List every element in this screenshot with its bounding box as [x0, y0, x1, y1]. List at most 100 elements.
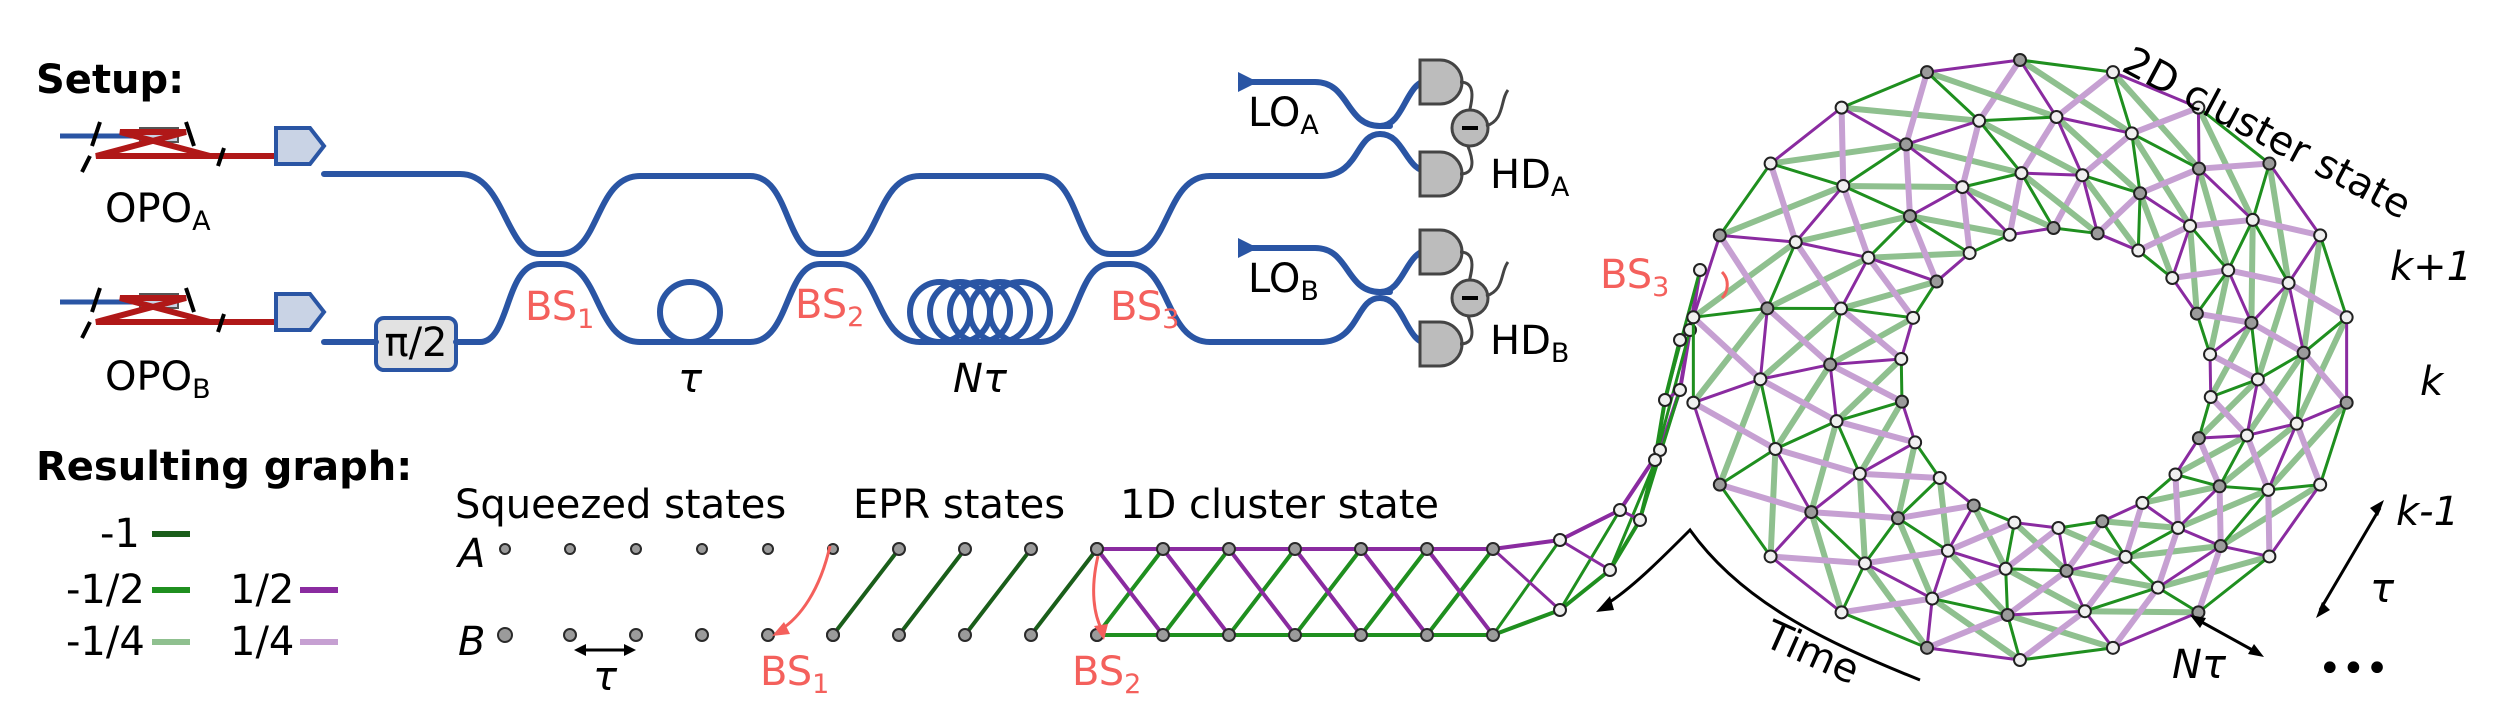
cluster2d-node	[2007, 515, 2022, 530]
cluster2d-edge	[2054, 115, 2084, 177]
cluster2d-edge	[1828, 307, 1843, 367]
cluster2d-edge	[1865, 250, 1973, 261]
stage-squeezed-label: Squeezed states	[455, 482, 786, 528]
cluster2d-edge	[2109, 69, 2203, 172]
transition-node	[1633, 513, 1647, 527]
cluster2d-edge	[2156, 586, 2200, 614]
cluster2d-edge	[1838, 104, 1847, 189]
cluster-2d-title: 2D cluster state	[2115, 38, 2418, 228]
homodyne-detector-b-icon	[1418, 228, 1510, 368]
cluster2d-edge	[1866, 214, 1912, 260]
cluster2d-node	[1894, 394, 1909, 409]
hd-b-label: HDB	[1490, 318, 1569, 369]
squeezed-node	[630, 543, 642, 555]
cluster2d-edge	[2254, 376, 2300, 427]
bs2-label: BS2	[795, 282, 864, 333]
homodyne-detector-a-icon	[1418, 58, 1510, 198]
cluster2d-edge	[2136, 249, 2174, 280]
cluster2d-edge	[2170, 224, 2192, 280]
cluster2d-node	[2289, 416, 2304, 431]
cluster2d-edge	[1828, 363, 1839, 423]
cluster2d-node	[2051, 520, 2066, 535]
cluster2d-edge	[1767, 141, 1910, 167]
cluster2d-edge	[1856, 470, 1943, 481]
legend-label-neg1: -1	[100, 511, 140, 557]
cluster2d-edge	[1925, 70, 1981, 123]
cluster2d-node	[1857, 556, 1872, 571]
cluster2d-node	[2124, 126, 2139, 141]
cluster2d-edge	[2248, 319, 2307, 356]
cluster2d-node	[2212, 479, 2227, 494]
setup-title: Setup:	[36, 57, 184, 103]
cluster2d-edge	[1718, 233, 1798, 244]
phase-shifter-label: π/2	[384, 320, 447, 366]
cluster2d-edge	[2207, 319, 2255, 401]
legend-label-pos-quarter: 1/4	[230, 619, 294, 665]
cluster2d-edge	[2136, 191, 2142, 253]
cluster2d-edge	[2195, 543, 2224, 616]
cluster2d-edge	[2128, 104, 2202, 137]
cluster2d-node	[1908, 435, 1923, 450]
cluster2d-node	[2313, 477, 2328, 492]
cluster2d-edge	[1959, 184, 1973, 257]
cluster2d-edge	[1977, 119, 2023, 175]
cluster2d-edge	[2094, 190, 2144, 237]
cluster2d-node	[1834, 100, 1849, 115]
cluster2d-node	[2183, 218, 2198, 233]
cluster1d-node	[1156, 628, 1170, 642]
cluster2d-node	[1925, 591, 1940, 606]
cluster2d-edge	[1944, 519, 2018, 554]
cluster2d-edge	[2012, 521, 2060, 530]
cluster1d-edge	[1227, 547, 1297, 637]
cluster2d-node	[2296, 345, 2311, 360]
cluster2d-edge	[2019, 171, 2084, 177]
cluster2d-edge	[2018, 58, 2115, 74]
cluster2d-edge	[1827, 361, 1905, 405]
cluster2d-edge	[1833, 418, 1919, 446]
cluster1d-node	[1420, 542, 1434, 556]
cluster2d-edge	[1894, 439, 1919, 522]
cluster2d-edge	[2100, 501, 2144, 523]
cluster2d-edge	[1900, 400, 1917, 444]
cluster2d-edge	[2018, 58, 2058, 119]
cluster2d-edge	[1896, 476, 1942, 520]
cluster2d-edge	[1808, 418, 1840, 516]
cluster2d-node	[2221, 263, 2236, 278]
cluster2d-edge	[2300, 349, 2350, 406]
cluster2d-edge	[2209, 377, 2260, 399]
cluster2d-edge	[2196, 554, 2271, 614]
opo-a-label: OPOA	[105, 186, 211, 237]
cluster2d-edge	[2195, 268, 2230, 316]
cluster2d-edge	[1930, 597, 2010, 617]
legend-label-neg-half: -1/2	[66, 567, 145, 613]
squeezed-node	[762, 543, 774, 555]
cluster2d-edge	[1828, 357, 1903, 367]
cluster2d-edge	[2207, 351, 2261, 383]
cluster2d-edge	[1903, 141, 1913, 220]
cluster2d-edge	[2154, 524, 2182, 591]
cluster2d-edge	[1690, 239, 1799, 321]
layer-k-label: k	[2420, 359, 2445, 405]
cluster2d-edge	[2196, 106, 2201, 171]
cluster2d-node	[1768, 441, 1783, 456]
transition-edge	[1558, 568, 1612, 612]
cluster2d-edge	[2140, 501, 2180, 530]
cluster2d-node	[2203, 347, 2218, 362]
cluster2d-node	[2013, 653, 2027, 667]
cluster1d-node	[1354, 628, 1368, 642]
cluster2d-edge	[2056, 526, 2069, 573]
cluster2d-node	[1894, 351, 1909, 366]
cluster2d-edge	[2053, 69, 2116, 121]
graph-bs2-arrowhead-icon	[1094, 624, 1108, 640]
transition-node	[1613, 503, 1627, 517]
cluster2d-edge	[1936, 474, 1951, 554]
cluster2d-node	[1712, 477, 1727, 492]
cluster2d-edge	[1930, 549, 1950, 601]
epr-edge	[897, 547, 967, 637]
lo-a-label: LOA	[1248, 90, 1319, 141]
cluster2d-edge	[2006, 609, 2087, 617]
transition-node	[1693, 263, 1707, 277]
cluster2d-edge	[1765, 240, 1798, 310]
cluster2d-edge	[1691, 377, 1762, 405]
cluster2d-edge	[1757, 305, 1845, 383]
